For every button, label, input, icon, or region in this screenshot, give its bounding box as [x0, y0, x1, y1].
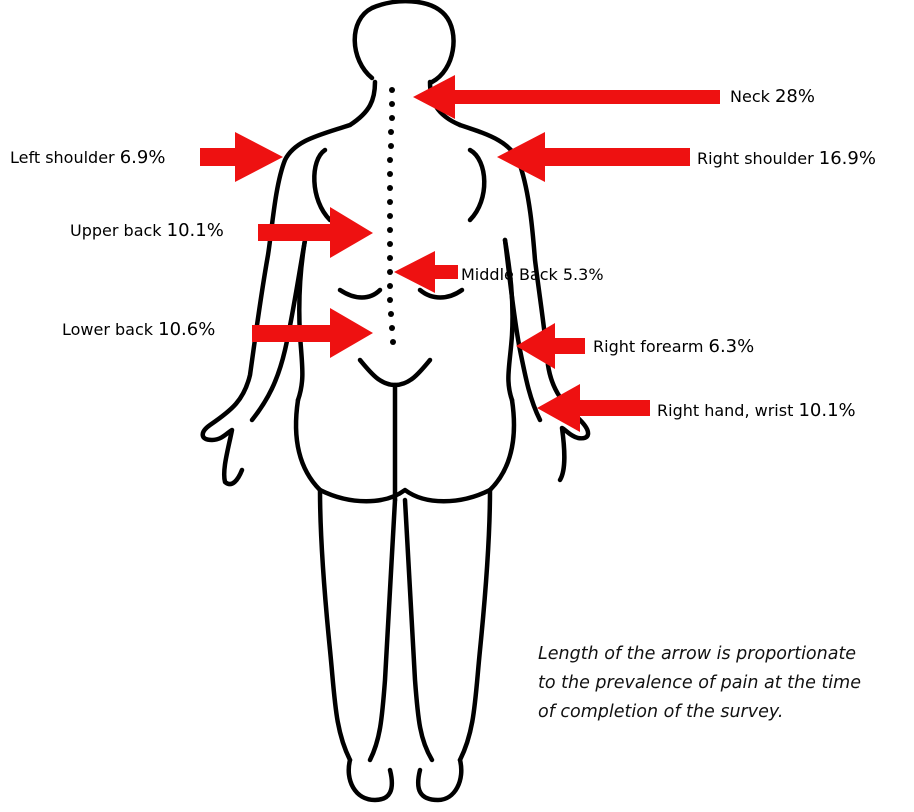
note-line: Length of the arrow is proportionate — [538, 640, 914, 669]
label-neck: Neck 28% — [730, 86, 815, 107]
region-percent: 5.3% — [563, 265, 604, 284]
region-percent: 6.3% — [709, 336, 755, 357]
label-right-shoulder: Right shoulder 16.9% — [697, 148, 876, 169]
region-percent: 10.6% — [158, 319, 215, 340]
label-right-hand-wrist: Right hand, wrist 10.1% — [657, 400, 856, 421]
region-name: Middle Back — [461, 265, 558, 284]
arrow-middle-back — [394, 251, 458, 293]
region-name: Upper back — [70, 221, 162, 240]
note-line: of completion of the survey. — [538, 698, 914, 727]
arrow-right-shoulder — [497, 132, 690, 182]
label-lower-back: Lower back 10.6% — [62, 319, 215, 340]
region-name: Right forearm — [593, 337, 703, 356]
arrow-lower-back — [252, 308, 373, 358]
label-left-shoulder: Left shoulder 6.9% — [10, 147, 165, 168]
note-line: to the prevalence of pain at the time — [538, 669, 914, 698]
region-percent: 10.1% — [798, 400, 855, 421]
arrow-left-shoulder — [200, 132, 283, 182]
region-name: Neck — [730, 87, 770, 106]
arrow-right-hand-wrist — [537, 384, 650, 432]
label-upper-back: Upper back 10.1% — [70, 220, 224, 241]
label-middle-back: Middle Back 5.3% — [461, 265, 604, 284]
region-name: Left shoulder — [10, 148, 115, 167]
arrow-right-forearm — [516, 323, 585, 369]
region-percent: 6.9% — [120, 147, 166, 168]
arrow-upper-back — [258, 207, 373, 258]
label-right-forearm: Right forearm 6.3% — [593, 336, 754, 357]
region-name: Right hand, wrist — [657, 401, 793, 420]
region-name: Lower back — [62, 320, 153, 339]
region-name: Right shoulder — [697, 149, 814, 168]
region-percent: 28% — [775, 86, 815, 107]
region-percent: 16.9% — [819, 148, 876, 169]
region-percent: 10.1% — [167, 220, 224, 241]
arrow-length-note: Length of the arrow is proportionate to … — [538, 640, 914, 727]
arrow-neck — [413, 75, 720, 119]
